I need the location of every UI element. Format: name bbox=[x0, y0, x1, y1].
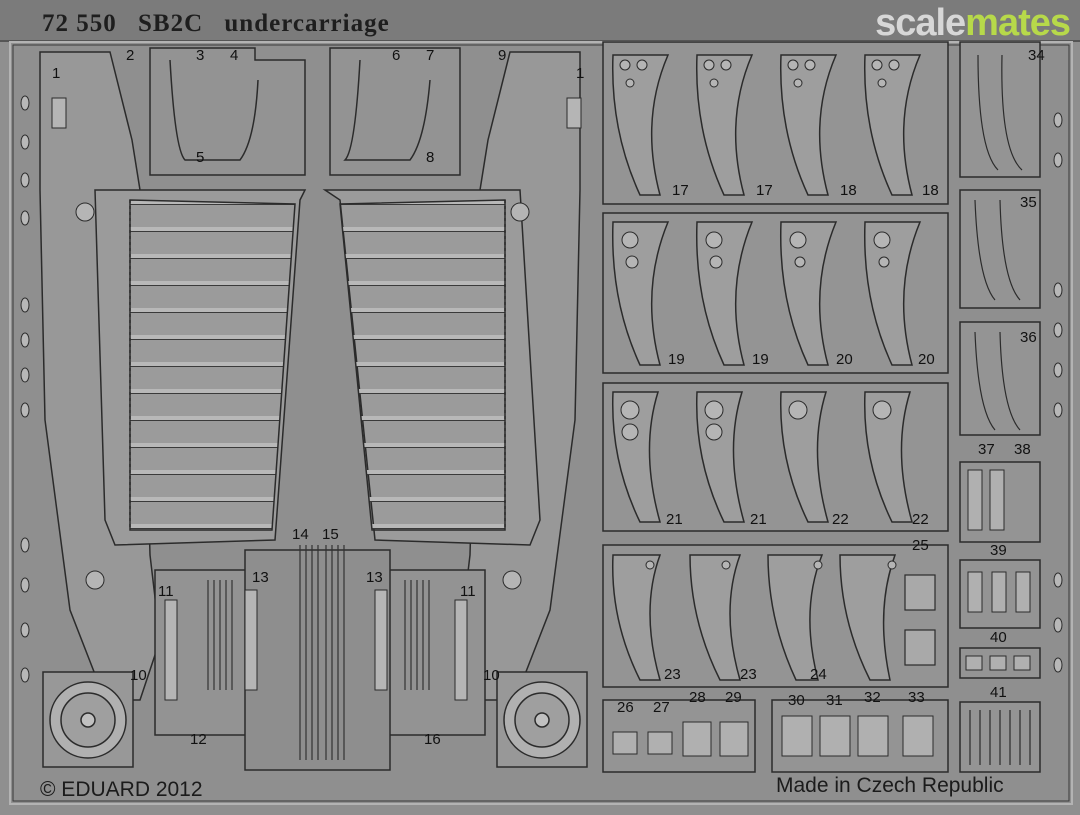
part-label-38: 38 bbox=[1014, 441, 1031, 458]
part-label-6: 6 bbox=[392, 47, 401, 64]
part-label-28: 28 bbox=[689, 689, 706, 706]
part-label-40: 40 bbox=[990, 629, 1007, 646]
part-label-22a: 22 bbox=[832, 511, 849, 528]
part-label-8: 8 bbox=[426, 149, 435, 166]
part-label-11-right: 11 bbox=[460, 583, 476, 600]
part-label-29: 29 bbox=[725, 689, 742, 706]
part-label-33: 33 bbox=[908, 689, 925, 706]
part-label-32: 32 bbox=[864, 689, 881, 706]
watermark-logo: scalemates bbox=[875, 2, 1071, 45]
part-label-10-left: 10 bbox=[130, 667, 147, 684]
part-label-2: 2 bbox=[126, 47, 135, 64]
part-label-21b: 21 bbox=[750, 511, 767, 528]
part-label-34: 34 bbox=[1028, 47, 1045, 64]
part-label-35: 35 bbox=[1020, 194, 1037, 211]
part-label-26: 26 bbox=[617, 699, 634, 716]
watermark-part1: scale bbox=[875, 2, 966, 44]
part-label-20a: 20 bbox=[836, 351, 853, 368]
part-label-14: 14 bbox=[292, 526, 309, 543]
watermark-part2: mates bbox=[965, 2, 1071, 44]
origin-text: Made in Czech Republic bbox=[776, 774, 1004, 797]
part-label-5: 5 bbox=[196, 149, 205, 166]
part-label-41: 41 bbox=[990, 684, 1007, 701]
part-label-4: 4 bbox=[230, 47, 239, 64]
part-label-3: 3 bbox=[196, 47, 205, 64]
part-label-36: 36 bbox=[1020, 329, 1037, 346]
copyright-text: © EDUARD 2012 bbox=[40, 778, 203, 801]
part-label-27: 27 bbox=[653, 699, 670, 716]
product-code: 72 550 bbox=[42, 10, 117, 37]
part-label-17a: 17 bbox=[672, 182, 689, 199]
part-label-21a: 21 bbox=[666, 511, 683, 528]
header-band bbox=[0, 0, 1080, 42]
part-label-23a: 23 bbox=[664, 666, 681, 683]
set-subject: undercarriage bbox=[224, 10, 390, 37]
part-label-11-left: 11 bbox=[158, 583, 174, 600]
part-label-18a: 18 bbox=[840, 182, 857, 199]
part-label-17b: 17 bbox=[756, 182, 773, 199]
part-label-10-right: 10 bbox=[483, 667, 500, 684]
part-label-22b: 22 bbox=[912, 511, 929, 528]
part-label-1-left: 1 bbox=[52, 65, 61, 82]
part-label-31: 31 bbox=[826, 692, 843, 709]
part-label-30: 30 bbox=[788, 692, 805, 709]
part-label-24: 24 bbox=[810, 666, 827, 683]
part-label-19b: 19 bbox=[752, 351, 769, 368]
part-label-16: 16 bbox=[424, 731, 441, 748]
part-label-15: 15 bbox=[322, 526, 339, 543]
part-label-20b: 20 bbox=[918, 351, 935, 368]
part-label-18b: 18 bbox=[922, 182, 939, 199]
part-label-19a: 19 bbox=[668, 351, 685, 368]
fret-title: 72 550 SB2C undercarriage bbox=[42, 10, 404, 38]
part-label-25: 25 bbox=[912, 537, 929, 554]
part-label-13-right: 13 bbox=[366, 569, 383, 586]
part-label-1-right: 1 bbox=[576, 65, 585, 82]
part-label-39: 39 bbox=[990, 542, 1007, 559]
part-label-23b: 23 bbox=[740, 666, 757, 683]
part-label-7: 7 bbox=[426, 47, 435, 64]
aircraft-model: SB2C bbox=[138, 10, 204, 37]
part-label-13-left: 13 bbox=[252, 569, 269, 586]
part-label-12: 12 bbox=[190, 731, 207, 748]
part-label-9: 9 bbox=[498, 47, 507, 64]
part-label-37: 37 bbox=[978, 441, 995, 458]
